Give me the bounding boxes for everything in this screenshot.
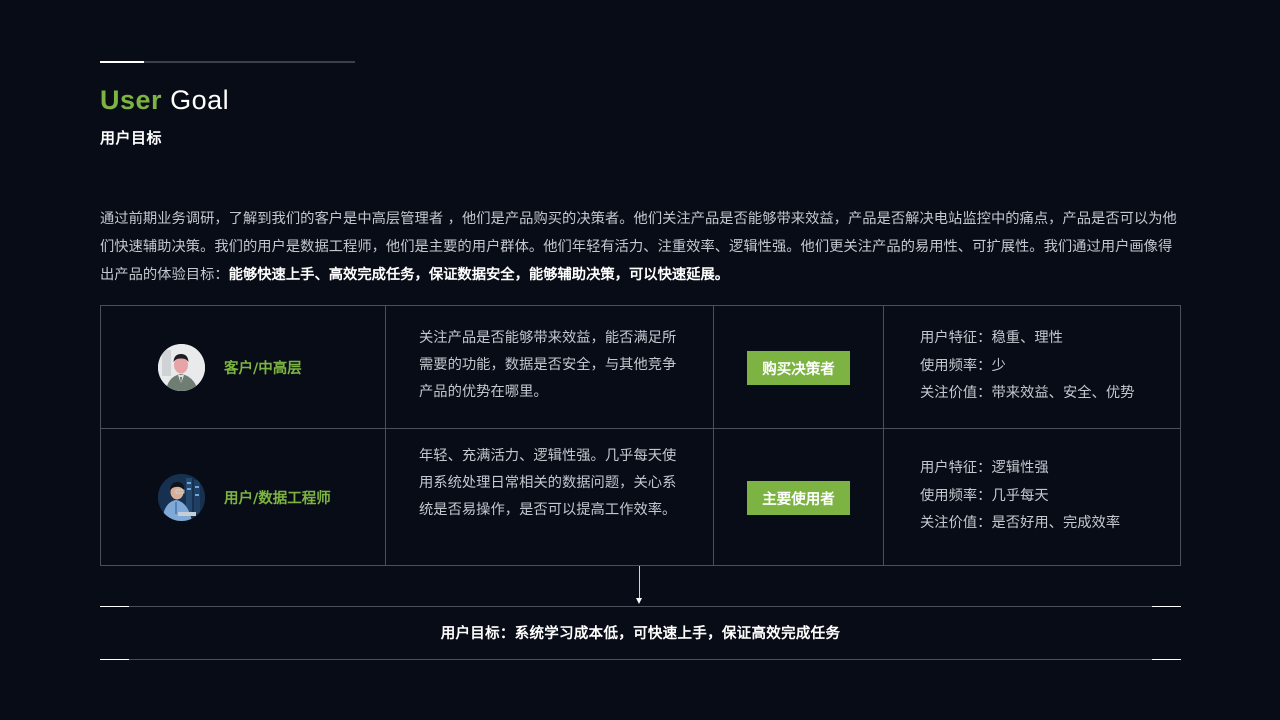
engineer-avatar-icon [158, 474, 205, 521]
persona-traits: 用户特征：稳重、理性 使用频率：少 关注价值：带来效益、安全、优势 [920, 325, 1134, 408]
divider-accent-left [100, 606, 129, 607]
role-cell: 购买决策者 [714, 306, 884, 428]
persona-description: 关注产品是否能够带来效益，能否满足所需要的功能，数据是否安全，与其他竞争产品的优… [419, 330, 677, 400]
persona-cell: 用户/数据工程师 [101, 429, 386, 565]
persona-description: 年轻、充满活力、逻辑性强。几乎每天使用系统处理日常相关的数据问题，关心系统是否易… [419, 448, 677, 518]
trait-characteristics: 用户特征：稳重、理性 [920, 330, 1063, 346]
description-cell: 关注产品是否能够带来效益，能否满足所需要的功能，数据是否安全，与其他竞争产品的优… [386, 306, 714, 428]
user-goal-statement: 用户目标：系统学习成本低，可快速上手，保证高效完成任务 [440, 626, 841, 642]
trait-characteristics: 用户特征：逻辑性强 [920, 460, 1049, 476]
persona-table: 客户/中高层 关注产品是否能够带来效益，能否满足所需要的功能，数据是否安全，与其… [100, 305, 1181, 566]
persona: 用户/数据工程师 [158, 474, 331, 521]
goal-bottom-divider [100, 659, 1181, 660]
traits-cell: 用户特征：稳重、理性 使用频率：少 关注价值：带来效益、安全、优势 [884, 306, 1180, 428]
role-tag: 主要使用者 [747, 481, 850, 515]
trait-frequency: 使用频率：少 [920, 357, 1006, 374]
table-row: 用户/数据工程师 年轻、充满活力、逻辑性强。几乎每天使用系统处理日常相关的数据问… [101, 429, 1180, 565]
trait-value: 关注价值：带来效益、安全、优势 [920, 385, 1135, 401]
title-en-highlight: User [100, 85, 163, 115]
page-title-en: User Goal [100, 84, 229, 116]
table-row: 客户/中高层 关注产品是否能够带来效益，能否满足所需要的功能，数据是否安全，与其… [101, 306, 1180, 429]
goal-top-divider [100, 606, 1181, 607]
intro-highlight: 能够快速上手、高效完成任务，保证数据安全，能够辅助决策，可以快速延展。 [228, 267, 730, 283]
trait-frequency: 使用频率：几乎每天 [920, 487, 1049, 504]
traits-cell: 用户特征：逻辑性强 使用频率：几乎每天 关注价值：是否好用、完成效率 [884, 429, 1180, 565]
page-title-cn: 用户目标 [100, 129, 163, 147]
divider-accent-right [1152, 606, 1181, 607]
intro-text: 通过前期业务调研，了解到我们的客户是中高层管理者 ，他们是产品购买的决策者。他们… [100, 211, 1177, 283]
role-tag: 购买决策者 [747, 351, 850, 385]
arrow-down-icon [636, 598, 642, 604]
executive-avatar [158, 344, 205, 391]
title-en-rest: Goal [170, 85, 230, 115]
arrow-down-connector [639, 566, 640, 599]
header-divider [100, 61, 355, 63]
persona-cell: 客户/中高层 [101, 306, 386, 428]
persona: 客户/中高层 [158, 344, 302, 391]
persona-traits: 用户特征：逻辑性强 使用频率：几乎每天 关注价值：是否好用、完成效率 [920, 455, 1120, 538]
header-divider-accent [100, 61, 144, 63]
persona-name: 用户/数据工程师 [224, 491, 331, 507]
persona-name: 客户/中高层 [224, 361, 302, 377]
role-cell: 主要使用者 [714, 429, 884, 565]
executive-avatar-icon [158, 344, 205, 391]
trait-value: 关注价值：是否好用、完成效率 [920, 515, 1121, 531]
intro-paragraph: 通过前期业务调研，了解到我们的客户是中高层管理者 ，他们是产品购买的决策者。他们… [100, 205, 1185, 289]
divider-accent-left [100, 659, 129, 660]
description-cell: 年轻、充满活力、逻辑性强。几乎每天使用系统处理日常相关的数据问题，关心系统是否易… [386, 429, 714, 565]
engineer-avatar [158, 474, 205, 521]
divider-accent-right [1152, 659, 1181, 660]
